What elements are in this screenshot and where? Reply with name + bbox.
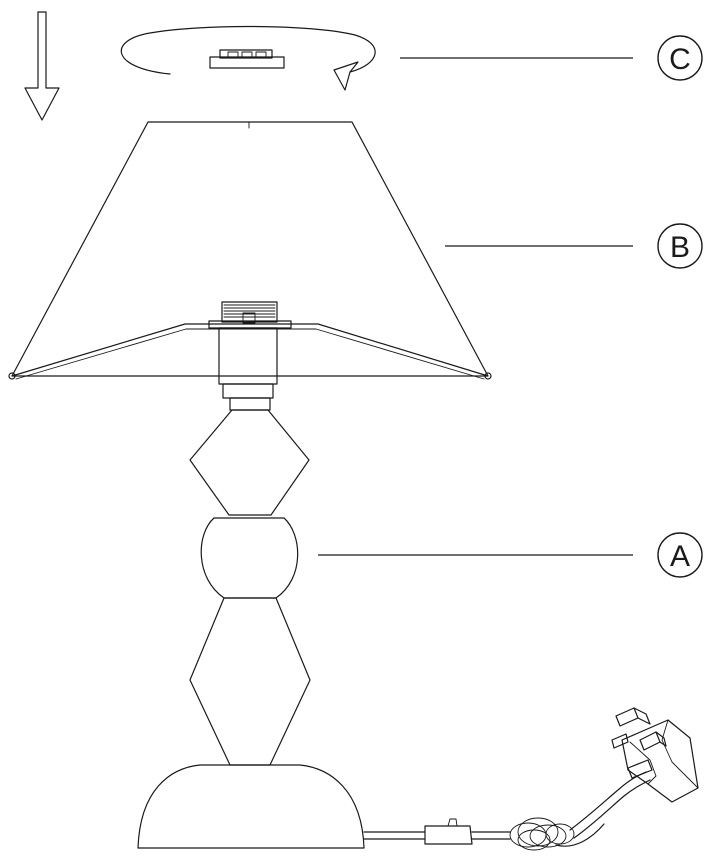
lamp-shade [8,121,492,380]
callout-letter-c: C [669,43,691,76]
callout-letter-a: A [670,540,690,573]
inline-switch [424,825,473,845]
finial [209,56,285,69]
plug-icon [611,707,699,803]
rotate-arrow-icon [120,25,376,75]
lamp-base [137,327,365,849]
callout-a: A [657,532,703,578]
power-cord [363,707,699,851]
callout-c: C [657,35,703,81]
down-arrow-icon [24,11,60,121]
finial-group [120,25,376,91]
callout-b: B [657,223,703,269]
callout-letter-b: B [670,231,690,264]
